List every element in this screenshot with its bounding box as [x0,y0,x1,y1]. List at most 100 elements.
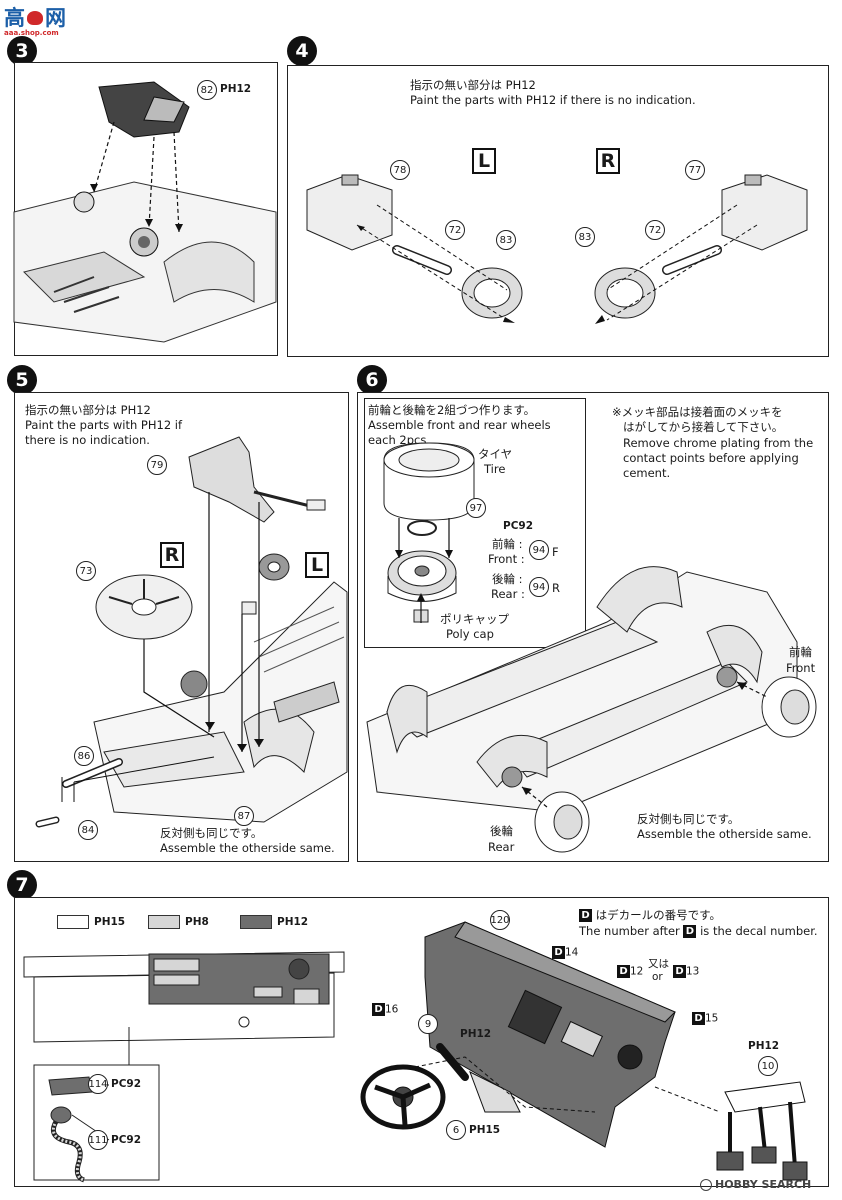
step-5-left-label: L [305,552,329,578]
step-5-left-text: L [310,554,324,576]
decal-d14-icon: D [552,946,565,959]
logo-char-1: 高 [4,6,25,30]
decal-12-number: 12 [630,965,644,978]
tire-label-jp: タイヤ [478,447,513,461]
hub-78-shape [306,174,393,251]
part-82-callout: 82 [197,80,217,100]
part-84-number: 84 [81,824,95,836]
decal-note-en-a: The number after [579,924,680,938]
decal-note-jp: D はデカールの番号です。 [579,908,721,922]
decal-or-en: or [652,971,663,983]
dashboard-color-map [23,951,345,1183]
part-78-number: 78 [393,164,407,176]
part-72-left-number: 72 [448,224,462,236]
part-73-callout: 73 [76,561,96,581]
decal-13-number: 13 [686,965,700,978]
part-77-callout: 77 [685,160,705,180]
part-120-callout: 120 [490,910,510,930]
left-side-text: L [477,150,491,172]
decal-note-jp-text: はデカールの番号です。 [595,908,722,922]
chrome-note-en-1: Remove chrome plating from the [623,436,814,450]
decal-d16-icon: D [372,1003,385,1016]
right-side-text: R [600,150,616,172]
rear-wheel-en: Rear [488,840,515,854]
chrome-note-jp-2: はがしてから接着して下さい。 [623,420,784,434]
part-10-callout: 10 [758,1056,778,1076]
step-3-drawing [13,81,277,343]
step-5-badge: 5 [7,365,37,395]
step-6-number: 6 [365,369,379,391]
part-114-callout: 114 [88,1074,108,1094]
step-5-note-en-1: Paint the parts with PH12 if [25,418,183,432]
decal-d12-icon: D [617,965,630,978]
paint-111-code: PC92 [111,1134,142,1146]
rear-en: Rear : [491,587,525,601]
step-6-chassis-drawing [366,566,817,853]
step-6-box-en-1: Assemble front and rear wheels [368,418,551,432]
part-6-callout: 6 [446,1120,466,1140]
part-82-shape [98,81,190,138]
logo-fish-icon [27,11,43,25]
part-72-right-callout: 72 [645,220,665,240]
part-83-left-callout: 83 [496,230,516,250]
frame-arch [163,241,255,303]
front-arch [596,566,683,633]
step-5-other-side-en: Assemble the otherside same. [160,841,335,855]
left-side-label: L [472,148,496,174]
paint-pc92: PC92 [503,520,534,532]
decal-d13-icon: D [673,965,686,978]
part-72-left-callout: 72 [445,220,465,240]
part-77-number: 77 [688,164,702,176]
part-10-number: 10 [761,1060,775,1072]
part-73-number: 73 [79,565,93,577]
part-120-number: 120 [490,914,510,926]
legend-swatch-ph12 [240,915,272,929]
step-5-note-jp: 指示の無い部分は PH12 [25,403,151,417]
decal-14-number: 14 [565,946,579,959]
part-79-callout: 79 [147,455,167,475]
rear-jp: 後輪 : [492,572,523,586]
legend-code-ph12: PH12 [277,916,309,928]
paint-10-code: PH12 [748,1040,780,1052]
part-114-number: 114 [88,1078,108,1090]
step-3-badge: 3 [7,36,37,66]
step-5-right-text: R [164,544,180,566]
hub-77-shape [721,174,808,251]
decal-note-en-b: is the decal number. [700,924,818,938]
step-6-badge: 6 [357,365,387,395]
logo-char-2: 网 [45,6,66,30]
part-94-rear-callout: 94 [529,577,549,597]
part-111-callout: 111 [88,1130,108,1150]
step-5-right-label: R [160,542,184,568]
part-94-front-number: 94 [532,544,546,556]
part-111-number: 111 [88,1134,108,1146]
step-6-wheel-drawing [383,442,475,623]
step-5-other-side-jp: 反対側も同じです。 [160,826,263,840]
frame-rail [13,181,277,343]
legend-swatch-ph15 [57,915,89,929]
part-78-callout: 78 [390,160,410,180]
pedal-assembly-shape [724,1081,806,1113]
steering-wheel-shape [360,1064,446,1130]
step-7-badge: 7 [7,870,37,900]
step-5-note-en-2: there is no indication. [25,433,150,447]
step-4-note-en: Paint the parts with PH12 if there is no… [410,93,696,107]
paint-114-code: PC92 [111,1078,142,1090]
chassis-frame [366,571,798,813]
decal-d15-icon: D [692,1012,705,1025]
part-83-left-number: 83 [499,234,513,246]
watermark: HOBBY SEARCH [700,1178,811,1191]
chrome-note-jp-1: ※メッキ部品は接着面のメッキを [612,405,783,419]
part-97-callout: 97 [466,498,486,518]
right-side-label: R [596,148,620,174]
chrome-note-en-2: contact points before applying [623,451,799,465]
decal-16-number: 16 [385,1003,399,1016]
part-94-rear-number: 94 [532,581,546,593]
paint-9-code: PH12 [460,1028,492,1040]
step-7-number: 7 [15,874,29,896]
decal-d-icon: D [579,909,592,922]
paint-82-code: PH12 [220,83,252,95]
decal-or-jp: 又は [648,958,669,970]
